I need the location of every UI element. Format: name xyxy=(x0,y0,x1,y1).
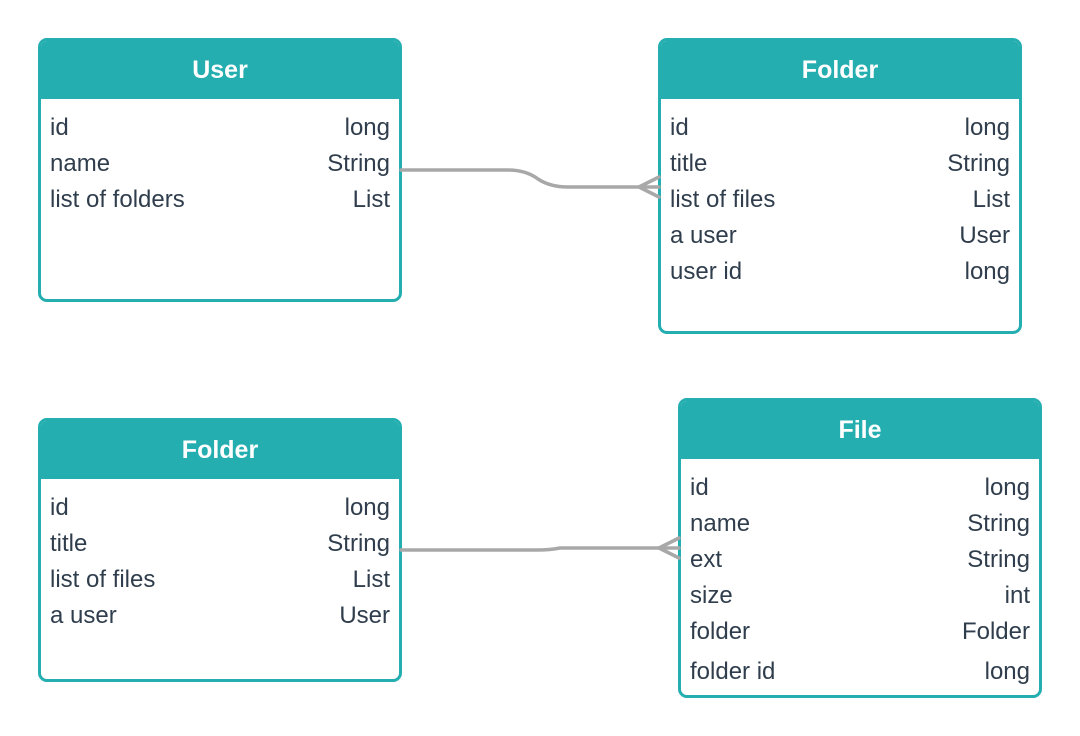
entity-user[interactable]: User id long name String list of folders… xyxy=(38,38,402,302)
field-name: title xyxy=(50,530,88,557)
connector-line xyxy=(399,546,681,552)
entity-title: File xyxy=(681,401,1039,459)
field-row: list of files List xyxy=(661,185,1019,221)
field-row: folder Folder xyxy=(681,617,1039,653)
field-name: title xyxy=(670,150,708,177)
field-row: ext String xyxy=(681,545,1039,581)
field-row: size int xyxy=(681,581,1039,617)
field-type: long xyxy=(344,114,390,141)
field-type: User xyxy=(959,222,1010,249)
field-type: String xyxy=(967,510,1030,537)
field-type: long xyxy=(964,114,1010,141)
field-row: name String xyxy=(41,149,399,185)
field-name: id xyxy=(690,474,709,501)
field-name: name xyxy=(50,150,111,177)
field-row: user id long xyxy=(661,257,1019,293)
field-row: a user User xyxy=(41,601,399,637)
field-type: List xyxy=(352,186,390,213)
field-type: long xyxy=(984,474,1030,501)
entity-folder[interactable]: Folder id long title String list of file… xyxy=(38,418,402,682)
field-name: size xyxy=(690,582,733,609)
field-row: title String xyxy=(661,149,1019,185)
field-name: id xyxy=(50,114,69,141)
field-type: long xyxy=(344,494,390,521)
crows-foot-icon xyxy=(657,536,681,560)
field-type: String xyxy=(967,546,1030,573)
field-list: id long title String list of files List … xyxy=(661,99,1019,293)
field-row: id long xyxy=(41,493,399,529)
field-list: id long name String ext String size int … xyxy=(681,459,1039,693)
field-name: id xyxy=(50,494,69,521)
field-name: a user xyxy=(50,602,117,629)
field-name: name xyxy=(690,510,751,537)
field-type: String xyxy=(327,150,390,177)
field-list: id long name String list of folders List xyxy=(41,99,399,221)
entity-title: Folder xyxy=(661,41,1019,99)
field-type: String xyxy=(947,150,1010,177)
entity-folder[interactable]: Folder id long title String list of file… xyxy=(658,38,1022,334)
field-name: folder id xyxy=(690,658,776,685)
field-name: list of files xyxy=(670,186,776,213)
field-row: id long xyxy=(41,113,399,149)
field-row: id long xyxy=(681,473,1039,509)
field-name: list of folders xyxy=(50,186,185,213)
field-name: list of files xyxy=(50,566,156,593)
field-name: ext xyxy=(690,546,723,573)
field-list: id long title String list of files List … xyxy=(41,479,399,637)
entity-title: Folder xyxy=(41,421,399,479)
relationship-folder-file[interactable] xyxy=(399,536,681,560)
field-row: name String xyxy=(681,509,1039,545)
field-row: list of files List xyxy=(41,565,399,601)
field-row: list of folders List xyxy=(41,185,399,221)
field-row: id long xyxy=(661,113,1019,149)
field-row: a user User xyxy=(661,221,1019,257)
entity-file[interactable]: File id long name String ext String size… xyxy=(678,398,1042,698)
field-type: int xyxy=(1004,582,1030,609)
field-type: List xyxy=(352,566,390,593)
field-type: long xyxy=(964,258,1010,285)
field-type: Folder xyxy=(961,618,1030,645)
crows-foot-icon xyxy=(637,175,661,199)
relationship-user-folder[interactable] xyxy=(399,168,661,199)
field-row: folder id long xyxy=(681,653,1039,693)
field-type: List xyxy=(972,186,1010,213)
field-name: a user xyxy=(670,222,737,249)
field-type: String xyxy=(327,530,390,557)
field-type: User xyxy=(339,602,390,629)
connector-line xyxy=(399,168,661,189)
entity-title: User xyxy=(41,41,399,99)
field-row: title String xyxy=(41,529,399,565)
field-name: folder xyxy=(690,618,751,645)
field-type: long xyxy=(984,658,1030,685)
field-name: user id xyxy=(670,258,743,285)
field-name: id xyxy=(670,114,689,141)
